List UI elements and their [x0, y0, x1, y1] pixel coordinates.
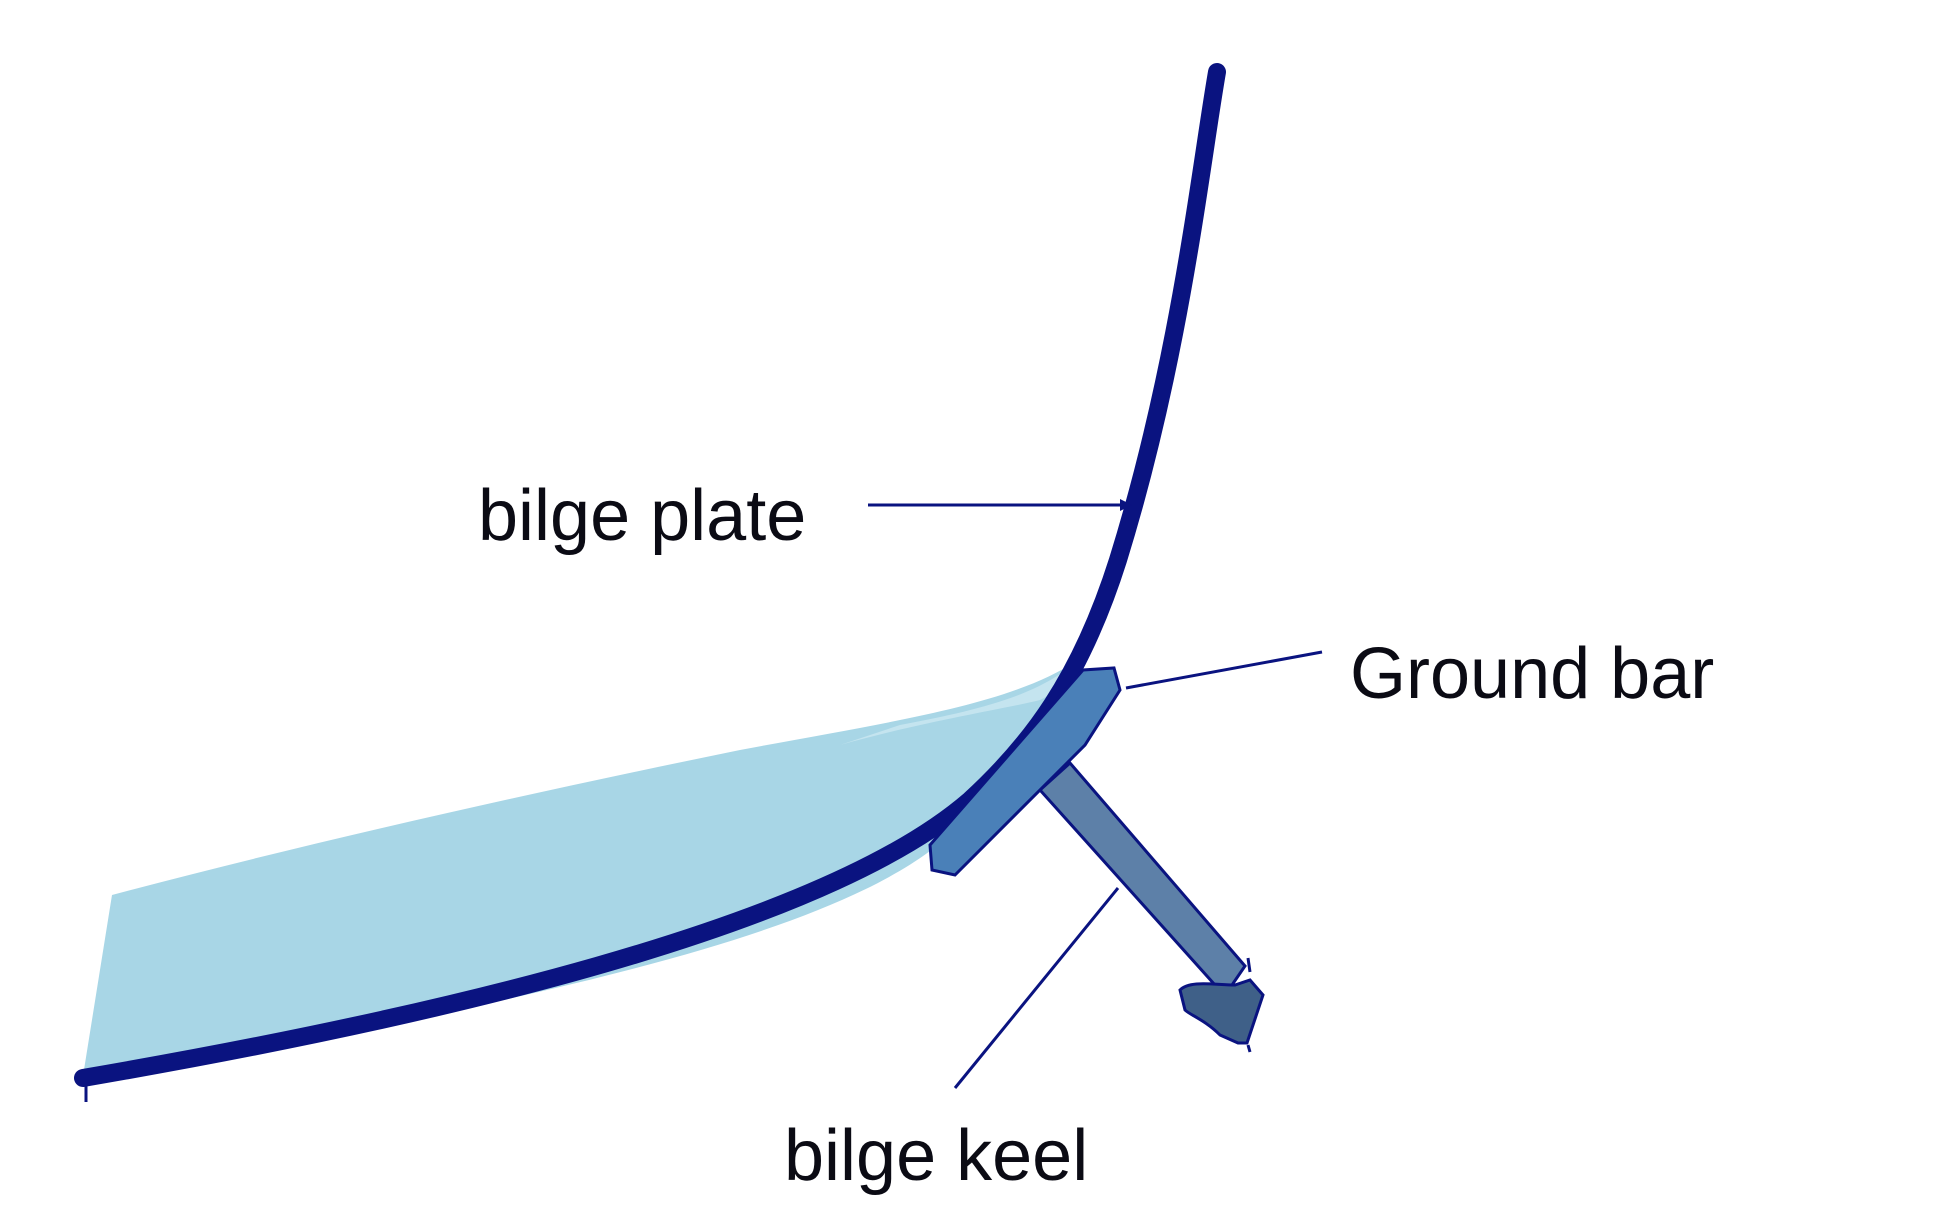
bilge-keel-label: bilge keel [784, 1116, 1088, 1196]
ground-bar-leader [1125, 650, 1323, 690]
ground-bar-label: Ground bar [1350, 634, 1714, 714]
bulb-tick [1246, 1044, 1252, 1053]
bilge-plate-label: bilge plate [478, 476, 806, 556]
bilge-keel-web [1037, 760, 1247, 987]
bilge-keel-leader [953, 887, 1120, 1089]
ground-bar [928, 666, 1122, 877]
bilge-keel-bulb [1178, 978, 1265, 1045]
web-top-tick [1246, 957, 1252, 973]
water-region [83, 660, 1078, 1076]
